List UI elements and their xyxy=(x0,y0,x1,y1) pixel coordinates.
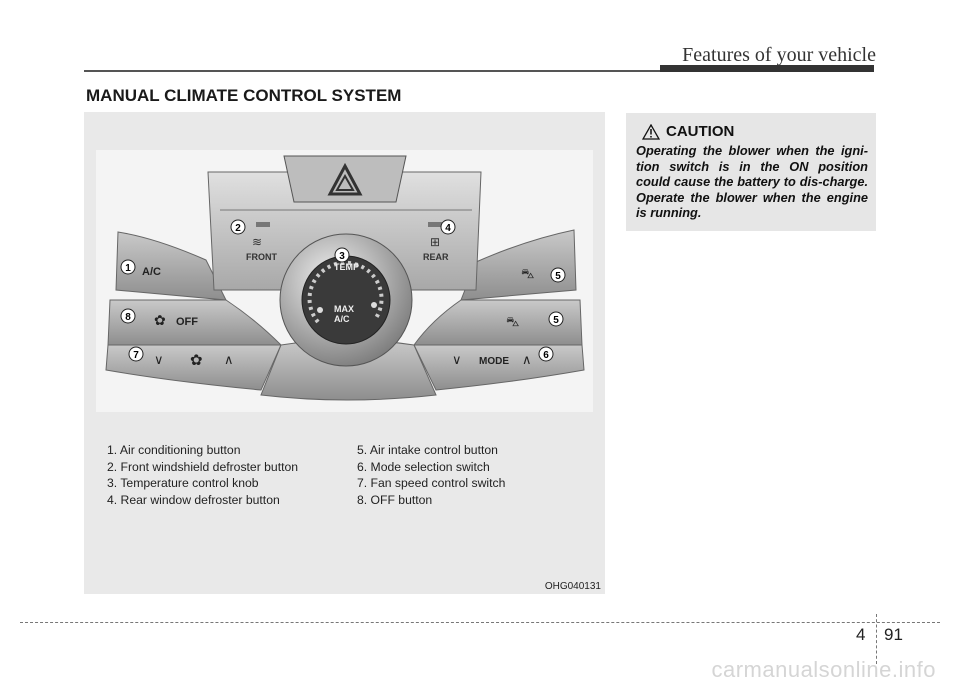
callout-7: 7 xyxy=(133,350,139,361)
climate-control-illustration: A/C OFF ✿ ✿ ∨ ∧ FRONT REAR ≋ ⊞ TEMP MAX … xyxy=(96,150,593,412)
legend-right: 5. Air intake control button 6. Mode sel… xyxy=(357,442,505,508)
header-rule xyxy=(84,70,874,72)
legend-item: 8. OFF button xyxy=(357,492,433,507)
chapter-number: 4 xyxy=(856,625,866,644)
mode-label: MODE xyxy=(479,356,509,367)
caution-text: Operating the blower when the igni-tion … xyxy=(636,143,868,220)
callout-6: 6 xyxy=(543,350,549,361)
rear-defrost-icon: ⊞ xyxy=(430,235,440,249)
figure-code: OHG040131 xyxy=(544,581,601,592)
footer-divider xyxy=(876,614,877,664)
callout-4: 4 xyxy=(445,223,451,234)
caution-title: CAUTION xyxy=(642,123,734,140)
fan-speed-icon: ✿ xyxy=(190,352,203,369)
page-number: 91 xyxy=(884,625,903,644)
callout-8: 8 xyxy=(125,312,131,323)
legend-item: 7. Fan speed control switch xyxy=(357,476,506,490)
callout-1: 1 xyxy=(125,263,131,274)
callout-3: 3 xyxy=(339,251,345,262)
caution-title-text: CAUTION xyxy=(666,123,735,140)
hazard-icon xyxy=(327,162,363,196)
rear-label: REAR xyxy=(423,252,449,262)
chevron-up-icon: ∧ xyxy=(224,352,234,367)
chevron-down-icon: ∨ xyxy=(154,352,164,367)
fresh-air-icon: ⛍ xyxy=(506,314,519,329)
max-label: MAX xyxy=(334,304,354,314)
fan-switch-shape xyxy=(105,344,282,391)
legend-item: 6. Mode selection switch xyxy=(357,459,490,474)
max-ac-label: A/C xyxy=(334,314,350,324)
legend-item: 2. Front windshield defroster button xyxy=(107,459,299,474)
ac-label: A/C xyxy=(142,266,161,278)
recirculate-icon: ⛍ xyxy=(521,266,534,281)
legend-item: 3. Temperature control knob xyxy=(107,476,259,490)
fan-icon: ✿ xyxy=(154,312,166,328)
footer-rule xyxy=(20,622,940,623)
figure-panel: A/C OFF ✿ ✿ ∨ ∧ FRONT REAR ≋ ⊞ TEMP MAX … xyxy=(84,112,605,594)
callout-5a: 5 xyxy=(555,271,561,282)
front-defrost-icon: ≋ xyxy=(252,235,262,249)
legend-left: 1. Air conditioning button 2. Front wind… xyxy=(107,442,298,508)
chevron-up-icon: ∧ xyxy=(522,352,532,367)
callout-5b: 5 xyxy=(553,315,559,326)
hazard-button-shape xyxy=(283,155,407,203)
watermark: carmanualsonline.info xyxy=(711,657,936,682)
running-header-title: Features of your vehicle xyxy=(682,44,876,66)
legend-item: 1. Air conditioning button xyxy=(107,443,241,457)
header-rule-accent xyxy=(660,65,874,72)
front-label: FRONT xyxy=(246,252,277,262)
legend-item: 4. Rear window defroster button xyxy=(107,492,280,507)
warning-icon xyxy=(642,123,660,140)
caution-box: CAUTION Operating the blower when the ig… xyxy=(626,113,876,231)
temp-label: TEMP xyxy=(334,262,359,272)
callout-2: 2 xyxy=(235,223,241,234)
off-label: OFF xyxy=(176,316,198,328)
legend-item: 5. Air intake control button xyxy=(357,443,498,457)
chevron-down-icon: ∨ xyxy=(452,352,462,367)
section-title: MANUAL CLIMATE CONTROL SYSTEM xyxy=(86,86,402,105)
